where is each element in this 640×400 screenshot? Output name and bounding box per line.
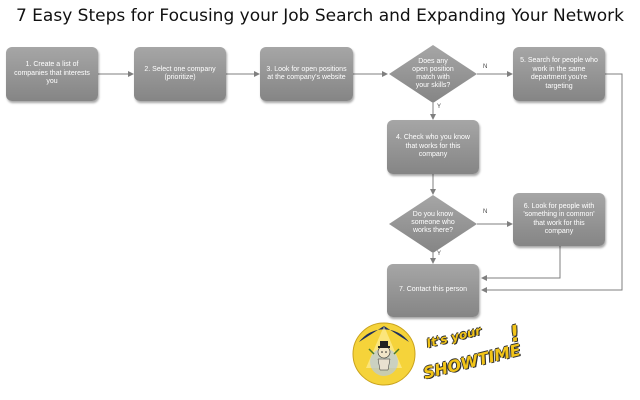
step-5-box: 5. Search for people who work in the sam… — [513, 47, 605, 101]
decision-diamond-1 — [389, 45, 477, 103]
label-no-2: N — [483, 209, 488, 215]
step-2-box: 2. Select one company (prioritize) — [134, 47, 226, 101]
step-1-box: 1. Create a list of companies that inter… — [6, 47, 98, 101]
decision-2-text: Do you know someone who works there? — [411, 211, 455, 234]
showtime-badge-icon — [352, 322, 416, 386]
arrow-5-7 — [481, 73, 623, 293]
arrow-6-7 — [481, 246, 561, 281]
decision-diamond-2 — [389, 195, 477, 253]
step-3-box: 3. Look for open positions at the compan… — [260, 47, 353, 101]
step-6-box: 6. Look for people with 'something in co… — [513, 193, 605, 246]
decision-1-text: Does any open position match with your s… — [412, 58, 454, 89]
step-4-box: 4. Check who you know that works for thi… — [387, 120, 479, 174]
page-title: 7 Easy Steps for Focusing your Job Searc… — [15, 6, 625, 26]
label-yes-2: Y — [437, 251, 442, 257]
label-no-1: N — [483, 64, 488, 70]
label-yes-1: Y — [437, 104, 442, 110]
step-7-box: 7. Contact this person — [387, 264, 479, 317]
